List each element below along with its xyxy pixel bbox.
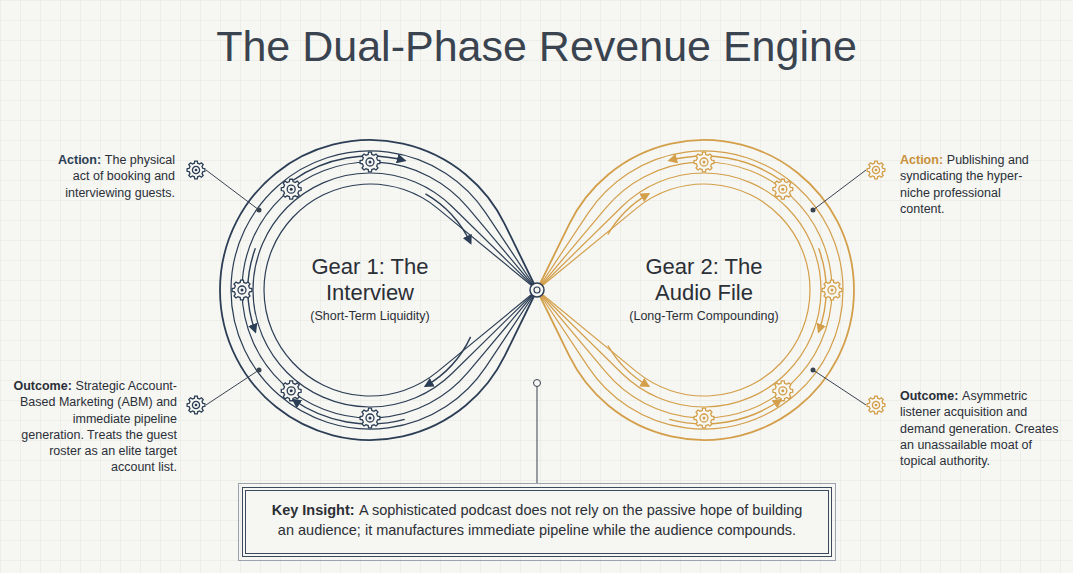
gear-icon bbox=[360, 408, 380, 428]
loop-ring bbox=[537, 173, 821, 407]
leader-dot bbox=[811, 368, 816, 373]
junction-hub bbox=[534, 287, 540, 293]
leader-line bbox=[537, 383, 538, 484]
callout-heading: Outcome: bbox=[900, 389, 958, 403]
leader-line bbox=[206, 170, 259, 210]
callout-heading: Action: bbox=[58, 153, 101, 167]
loop-ring bbox=[220, 140, 537, 440]
gear-icon bbox=[694, 408, 714, 428]
leader-line bbox=[813, 170, 866, 210]
gear-title: Gear 2: The Audio File bbox=[629, 254, 779, 307]
loop-ring bbox=[253, 173, 537, 407]
gear-icon bbox=[773, 179, 793, 199]
leader-dot bbox=[811, 208, 816, 213]
gear-icon bbox=[232, 280, 252, 300]
loop-ring bbox=[264, 184, 537, 396]
gear-icon bbox=[822, 280, 842, 300]
leader-dot bbox=[534, 380, 541, 387]
flow-arrow bbox=[669, 156, 781, 180]
gear-subtitle: (Short-Term Liquidity) bbox=[295, 306, 445, 326]
flow-arrow bbox=[293, 400, 405, 424]
callout-heading: Action: bbox=[900, 153, 943, 167]
gear-icon bbox=[187, 396, 205, 414]
gear-icon bbox=[281, 381, 301, 401]
callout-text: Outcome:Strategic Account-Based Marketin… bbox=[10, 378, 177, 476]
callout-heading: Outcome: bbox=[13, 379, 71, 393]
callout-text: Action:The physical act of booking and i… bbox=[45, 152, 175, 201]
callout-text: Action:Publishing and syndicating the hy… bbox=[900, 152, 1040, 217]
loop-ring bbox=[537, 140, 854, 440]
flow-arrow bbox=[293, 156, 405, 180]
gear-icon bbox=[867, 396, 885, 414]
gear-subtitle: (Long-Term Compounding) bbox=[629, 306, 779, 326]
flow-arrow bbox=[669, 400, 781, 424]
gear-icon bbox=[360, 152, 380, 172]
insight-text: A sophisticated podcast does not rely on… bbox=[278, 502, 803, 538]
gear-icon bbox=[773, 381, 793, 401]
insight-heading: Key Insight: bbox=[272, 502, 355, 518]
gear-center-label: Gear 1: The Interview(Short-Term Liquidi… bbox=[295, 254, 445, 327]
leader-dot bbox=[257, 208, 262, 213]
gear-icon bbox=[694, 152, 714, 172]
diagram-title: The Dual-Phase Revenue Engine bbox=[0, 22, 1073, 71]
flow-arrow bbox=[426, 337, 471, 386]
callout-text: Outcome:Asymmetric listener acquisition … bbox=[900, 388, 1062, 469]
loop-ring bbox=[537, 162, 832, 418]
junction-hub bbox=[530, 283, 544, 297]
loop-ring bbox=[537, 151, 843, 429]
gear-title: Gear 1: The Interview bbox=[295, 254, 445, 307]
gear-icon bbox=[187, 161, 205, 179]
flow-arrow bbox=[426, 194, 471, 243]
callout-body: Strategic Account-Based Marketing (ABM) … bbox=[20, 379, 177, 474]
leader-line bbox=[206, 370, 259, 405]
loop-ring bbox=[242, 162, 537, 418]
flow-arrow bbox=[608, 194, 649, 235]
gear-icon bbox=[867, 161, 885, 179]
gear-center-label: Gear 2: The Audio File(Long-Term Compoun… bbox=[629, 254, 779, 327]
loop-ring bbox=[231, 151, 537, 429]
flow-arrow bbox=[608, 346, 649, 387]
leader-dot bbox=[257, 368, 262, 373]
leader-line bbox=[813, 370, 866, 405]
gear-icon bbox=[281, 179, 301, 199]
loop-ring bbox=[537, 184, 810, 396]
insight-box: Key Insight:A sophisticated podcast does… bbox=[242, 487, 832, 557]
